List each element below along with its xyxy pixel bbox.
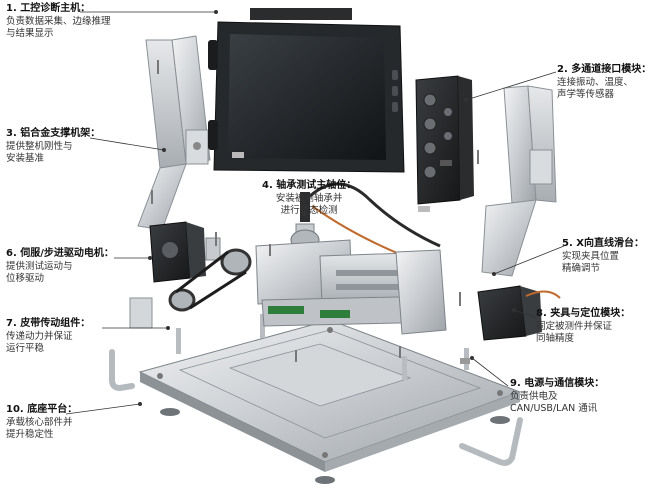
base-platform — [109, 314, 523, 484]
annotation-frame-title: 3. 铝合金支撑机架： — [6, 128, 101, 139]
annotation-spindle-title: 4. 轴承测试主轴位： — [262, 180, 357, 191]
annotation-host-line-1: 负责数据采集、边缘推理 — [6, 15, 111, 27]
annotation-motor-line-1: 提供测试运动与 — [6, 260, 73, 272]
annotation-host-title: 1. 工控诊断主机： — [6, 3, 91, 14]
annotation-slide-title: 5. X向直线滑台： — [562, 238, 644, 249]
annotation-fixture: 8. 夹具与定位模块： 固定被测件并保证 同轴精度 — [536, 308, 630, 345]
fasteners — [151, 60, 479, 364]
annotation-motor-line-2: 位移驱动 — [6, 272, 45, 284]
annotation-power-line-2: CAN/USB/LAN 通讯 — [510, 402, 598, 414]
annotation-spindle-line-2: 进行状态检测 — [280, 204, 338, 216]
annotation-interface: 2. 多通道接口模块： 连接振动、温度、 声学等传感器 — [557, 64, 650, 101]
annotation-belt-line-2: 运行平稳 — [6, 342, 45, 354]
annotation-motor-title: 6. 伺服/步进驱动电机： — [6, 248, 114, 259]
annotation-host-line-2: 与结果显示 — [6, 27, 54, 39]
annotation-frame-line-1: 提供整机刚性与 — [6, 140, 73, 152]
annotation-base-title: 10. 底座平台： — [6, 404, 78, 415]
annotation-fixture-title: 8. 夹具与定位模块： — [536, 308, 631, 319]
annotation-power-title: 9. 电源与通信模块： — [510, 378, 605, 389]
annotation-power-line-1: 负责供电及 — [510, 390, 558, 402]
annotation-slide-line-1: 实现夹具位置 — [562, 250, 620, 262]
annotation-motor: 6. 伺服/步进驱动电机： 提供测试运动与 位移驱动 — [6, 248, 114, 285]
annotation-belt: 7. 皮带传动组件： 传递动力并保证 运行平稳 — [6, 318, 90, 355]
leader-lines — [65, 9, 565, 415]
x-linear-slide — [255, 239, 447, 335]
annotation-belt-line-1: 传递动力并保证 — [6, 330, 73, 342]
annotation-power: 9. 电源与通信模块： 负责供电及 CAN/USB/LAN 通讯 — [510, 378, 604, 415]
fixture-module — [477, 285, 561, 341]
annotation-frame: 3. 铝合金支撑机架： 提供整机刚性与 安装基准 — [6, 128, 100, 165]
left-support-frame — [137, 35, 211, 231]
annotation-spindle-line-1: 安装被测轴承并 — [275, 192, 343, 204]
annotation-base-line-1: 承载核心部件并 — [6, 416, 73, 428]
annotation-fixture-line-2: 同轴精度 — [536, 332, 575, 344]
annotation-slide: 5. X向直线滑台： 实现夹具位置 精确调节 — [562, 238, 644, 275]
annotation-interface-line-2: 声学等传感器 — [557, 88, 615, 100]
right-support-frame — [481, 85, 557, 277]
interface-module — [415, 75, 474, 205]
belt-drive — [129, 248, 252, 329]
servo-motor — [149, 221, 221, 283]
annotation-host: 1. 工控诊断主机： 负责数据采集、边缘推理 与结果显示 — [6, 3, 111, 40]
annotation-interface-title: 2. 多通道接口模块： — [557, 64, 650, 75]
annotation-slide-line-2: 精确调节 — [562, 262, 601, 274]
diagnostic-host-tablet — [208, 8, 405, 173]
annotation-frame-line-2: 安装基准 — [6, 152, 45, 164]
annotation-belt-title: 7. 皮带传动组件： — [6, 318, 91, 329]
annotation-fixture-line-1: 固定被测件并保证 — [536, 320, 613, 332]
annotation-spindle: 4. 轴承测试主轴位： 安装被测轴承并 进行状态检测 — [262, 180, 356, 217]
annotation-base-line-2: 提升稳定性 — [6, 428, 54, 440]
annotation-base: 10. 底座平台： 承载核心部件并 提升稳定性 — [6, 404, 77, 441]
annotation-interface-line-1: 连接振动、温度、 — [557, 76, 634, 88]
